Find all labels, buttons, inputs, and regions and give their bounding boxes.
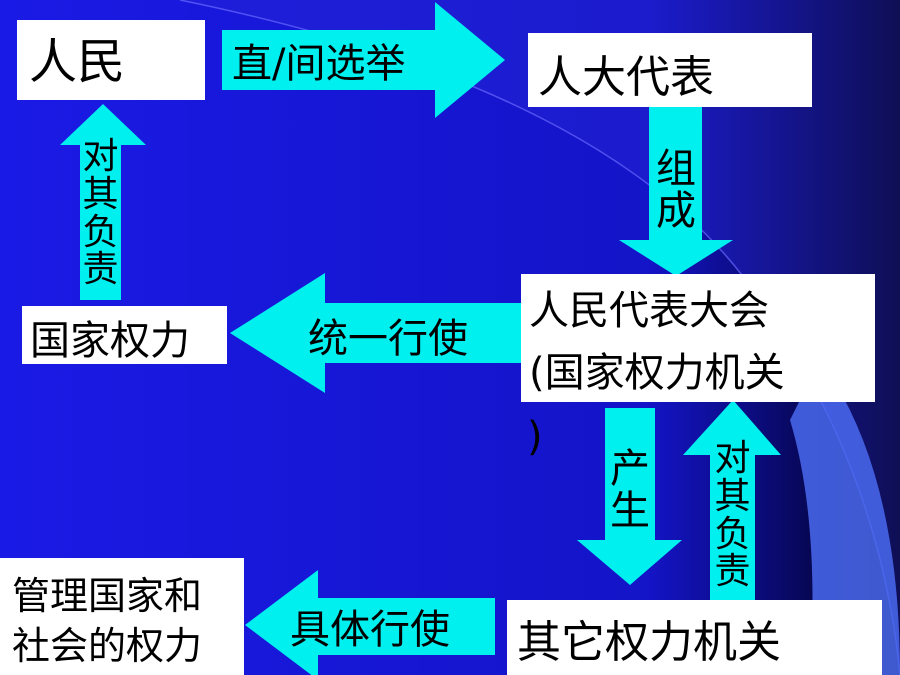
edge-specific-label: 具体行使 bbox=[290, 607, 450, 653]
arrow-specific bbox=[245, 570, 495, 675]
arrow-unified bbox=[230, 273, 525, 393]
node-manage-power: 管理国家和 社会的权力 bbox=[0, 558, 244, 675]
node-manage-line1: 管理国家和 bbox=[12, 574, 203, 618]
node-state-power: 国家权力 bbox=[22, 306, 227, 364]
arrow-produce bbox=[577, 408, 682, 585]
edge-compose-text: 组成 bbox=[656, 146, 696, 234]
node-people: 人民 bbox=[17, 20, 205, 100]
node-npc-line3: ) bbox=[527, 414, 543, 460]
arrow-responsible-up bbox=[60, 104, 146, 300]
node-npc: 人民代表大会 (国家权力机关 bbox=[521, 274, 875, 402]
arrow-compose bbox=[619, 103, 733, 276]
edge-responsible-npc-label: 对其负责 bbox=[710, 440, 755, 591]
node-npc-deputies: 人大代表 bbox=[528, 33, 812, 107]
edge-responsible-people-text: 对其负责 bbox=[82, 136, 119, 291]
edge-responsible-npc-text: 对其负责 bbox=[714, 438, 751, 593]
edge-produce-text: 产生 bbox=[610, 446, 650, 534]
edge-produce-label: 产生 bbox=[607, 448, 653, 532]
edge-elect-label: 直/间选举 bbox=[232, 41, 406, 87]
edge-unified-label: 统一行使 bbox=[308, 316, 468, 362]
arrow-responsible-right bbox=[683, 400, 781, 600]
edge-compose-label: 组成 bbox=[654, 148, 698, 232]
node-npc-line1: 人民代表大会 bbox=[529, 288, 769, 334]
arrow-elect bbox=[222, 2, 505, 118]
node-other-organs-label: 其它权力机关 bbox=[517, 617, 781, 668]
node-manage-line2: 社会的权力 bbox=[12, 624, 203, 668]
node-people-label: 人民 bbox=[29, 34, 126, 90]
node-other-organs: 其它权力机关 bbox=[507, 600, 882, 675]
node-state-power-label: 国家权力 bbox=[30, 318, 190, 364]
node-npc-line2: (国家权力机关 bbox=[529, 350, 785, 396]
edge-responsible-people-label: 对其负责 bbox=[80, 138, 121, 289]
node-npc-deputies-label: 人大代表 bbox=[538, 52, 714, 103]
